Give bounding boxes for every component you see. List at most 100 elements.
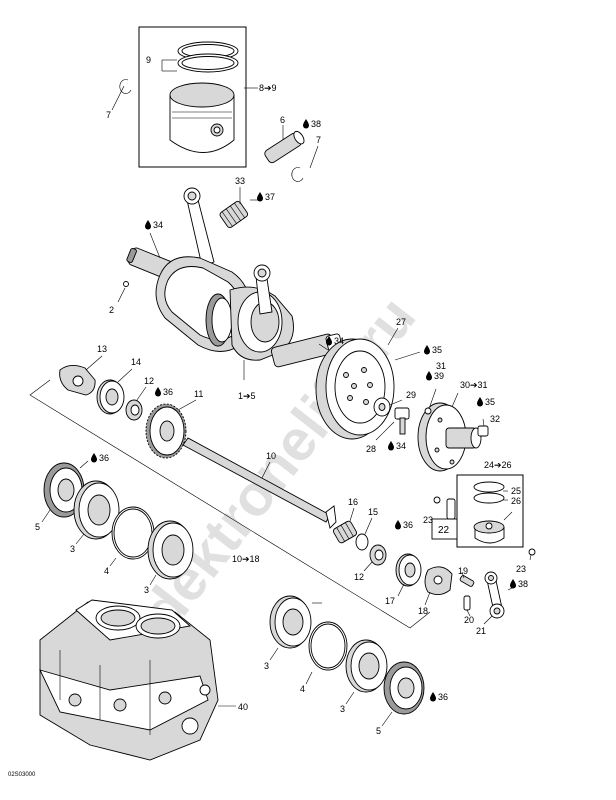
callout-12b: 12 bbox=[354, 572, 364, 582]
connecting-rod-2 bbox=[253, 264, 273, 315]
callout-7b: 7 bbox=[316, 135, 321, 145]
callout-24-ref: 24➔26 bbox=[484, 460, 512, 470]
balance-shaft-box bbox=[29, 379, 431, 629]
svg-text:35: 35 bbox=[432, 345, 442, 355]
svg-text:36: 36 bbox=[99, 453, 109, 463]
lube-34-bolt: 34 bbox=[388, 441, 406, 451]
callout-29: 29 bbox=[406, 390, 416, 400]
callout-25: 25 bbox=[511, 486, 521, 496]
svg-text:36: 36 bbox=[163, 387, 173, 397]
link-rod-21 bbox=[483, 571, 517, 625]
svg-text:38: 38 bbox=[311, 119, 321, 129]
crank-gear bbox=[205, 293, 233, 347]
piston-body bbox=[169, 94, 235, 153]
seal-12-bottom bbox=[363, 544, 387, 572]
circlip-23b bbox=[528, 548, 536, 556]
callout-8-ref: 8➔9 bbox=[259, 83, 277, 93]
bearing-3-left bbox=[73, 480, 120, 545]
piston-pin-22 bbox=[446, 498, 456, 520]
ring-4-lower bbox=[305, 621, 348, 685]
svg-text:36: 36 bbox=[438, 692, 448, 702]
lube-37: 37 bbox=[257, 192, 275, 202]
balance-piston-kit bbox=[456, 474, 524, 548]
callout-20: 20 bbox=[464, 615, 474, 625]
lube-36-lower: 36 bbox=[430, 692, 448, 702]
callout-11: 11 bbox=[194, 389, 203, 399]
balance-weight bbox=[59, 355, 103, 396]
callout-13: 13 bbox=[97, 344, 107, 354]
callout-28: 28 bbox=[366, 444, 376, 454]
lubricant-callouts: 38 37 34 34 35 39 36 35 34 36 36 38 36 bbox=[91, 119, 528, 702]
hub-washer bbox=[424, 407, 432, 415]
callout-33: 33 bbox=[235, 176, 245, 186]
callout-27: 27 bbox=[396, 317, 406, 327]
callout-10-ref: 10➔18 bbox=[232, 554, 260, 564]
callout-3a: 3 bbox=[70, 544, 75, 554]
svg-text:39: 39 bbox=[434, 371, 444, 381]
callout-40: 40 bbox=[238, 702, 248, 712]
seal-12-top bbox=[125, 386, 147, 421]
bearing-3-center bbox=[147, 520, 194, 586]
lube-36-center: 36 bbox=[395, 520, 413, 530]
crankshaft-assembly bbox=[117, 187, 343, 380]
callout-5b: 5 bbox=[376, 726, 381, 736]
callout-labels: 9 8➔9 7 6 7 33 2 1➔5 27 13 14 12 11 31 3… bbox=[35, 55, 526, 736]
lube-39: 39 bbox=[426, 371, 444, 381]
figure-code: 02S03000 bbox=[8, 772, 36, 778]
callout-31: 31 bbox=[436, 361, 446, 371]
flywheel-washer bbox=[373, 397, 403, 417]
callout-12a: 12 bbox=[144, 376, 154, 386]
callout-3c: 3 bbox=[264, 661, 269, 671]
bearing-3-lower-a bbox=[269, 595, 322, 661]
callout-4a: 4 bbox=[104, 566, 109, 576]
svg-text:35: 35 bbox=[485, 397, 495, 407]
lube-36-seal: 36 bbox=[155, 387, 173, 397]
callout-15: 15 bbox=[368, 507, 378, 517]
pin-19 bbox=[459, 571, 475, 617]
callout-18: 18 bbox=[418, 606, 428, 616]
svg-text:38: 38 bbox=[518, 579, 528, 589]
crankcase-block bbox=[39, 599, 236, 761]
callout-19: 19 bbox=[458, 566, 468, 576]
balancer-gear bbox=[145, 399, 197, 459]
piston-pin bbox=[264, 130, 305, 164]
svg-text:34: 34 bbox=[153, 220, 163, 230]
piston-crown bbox=[169, 82, 235, 108]
callout-10: 10 bbox=[266, 451, 276, 461]
circlip-left bbox=[119, 79, 132, 94]
piston-kit-box bbox=[138, 26, 247, 168]
svg-text:36: 36 bbox=[403, 520, 413, 530]
ring-4-left bbox=[109, 506, 155, 567]
output-hub bbox=[417, 388, 489, 472]
bearing-3-lower-b bbox=[345, 639, 388, 705]
hub-screw bbox=[477, 425, 489, 437]
svg-text:34: 34 bbox=[396, 441, 406, 451]
flywheel-bolt bbox=[375, 407, 410, 441]
ball-bearing-14 bbox=[96, 368, 133, 415]
lube-36-left: 36 bbox=[91, 453, 109, 463]
balance-shaft bbox=[182, 437, 337, 529]
callout-1-ref: 1➔5 bbox=[238, 391, 256, 401]
callout-2: 2 bbox=[109, 305, 114, 315]
needle-bearing-16 bbox=[332, 507, 358, 544]
callout-3b: 3 bbox=[144, 585, 149, 595]
callout-5a: 5 bbox=[35, 522, 40, 532]
piston-group bbox=[111, 26, 319, 182]
part-22-group bbox=[431, 496, 458, 540]
oil-seal-5-lower bbox=[381, 661, 425, 727]
callout-16: 16 bbox=[348, 497, 358, 507]
callout-21: 21 bbox=[476, 626, 486, 636]
callout-23a: 23 bbox=[423, 515, 433, 525]
svg-text:34: 34 bbox=[334, 336, 344, 346]
lube-38-rod: 38 bbox=[510, 579, 528, 589]
callout-7a: 7 bbox=[106, 110, 111, 120]
callout-32: 32 bbox=[490, 414, 500, 424]
svg-text:37: 37 bbox=[265, 192, 275, 202]
callout-3d: 3 bbox=[340, 704, 345, 714]
callout-9: 9 bbox=[146, 55, 151, 65]
circlip-right bbox=[291, 167, 304, 182]
lube-35-flywheel: 35 bbox=[424, 345, 442, 355]
callout-17: 17 bbox=[385, 596, 395, 606]
callout-14: 14 bbox=[131, 357, 141, 367]
